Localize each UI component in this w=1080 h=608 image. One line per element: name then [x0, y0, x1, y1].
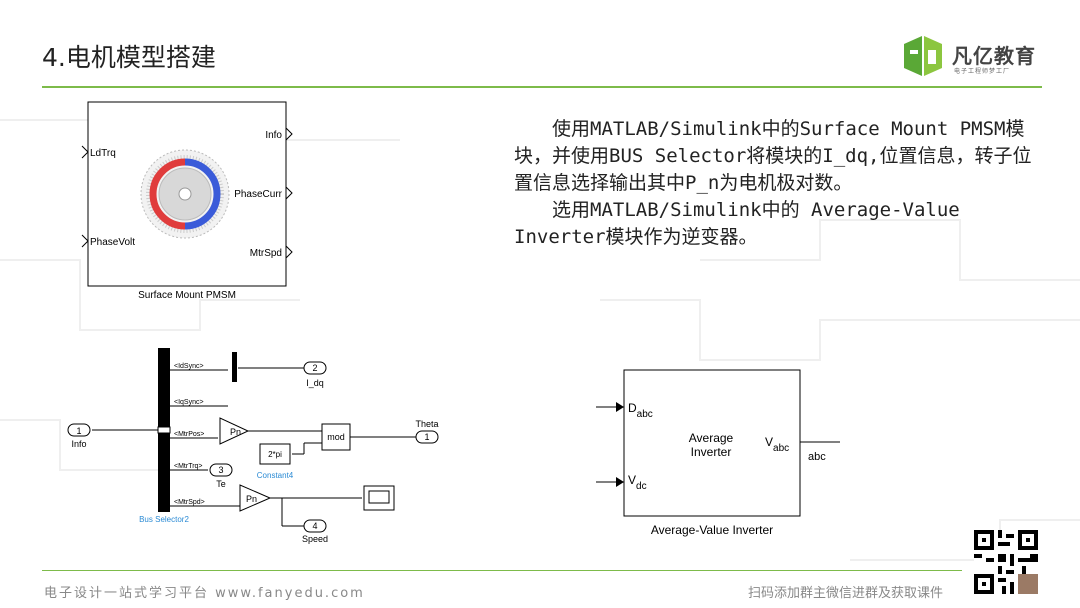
motor-icon: [140, 149, 230, 239]
paragraph-1: 使用MATLAB/Simulink中的Surface Mount PMSM模块，…: [514, 118, 1032, 194]
mod-block[interactable]: [321, 423, 351, 451]
inverter-block[interactable]: [623, 369, 801, 517]
theta-outport-label: Theta: [415, 419, 438, 429]
qr-code[interactable]: [974, 530, 1038, 594]
te-outport[interactable]: [209, 463, 233, 477]
inverter-center-line2: Inverter: [691, 445, 732, 459]
mod-label: mod: [327, 432, 345, 442]
footer-divider: [42, 570, 962, 571]
title-divider: [42, 86, 1042, 88]
constant-block[interactable]: [259, 443, 291, 465]
inverter-output-label: abc: [808, 451, 826, 463]
inport-label: Info: [71, 439, 86, 449]
paragraph-2: 选用MATLAB/Simulink中的 Average-Value Invert…: [514, 199, 960, 248]
gain-pn-1-label: Pn: [230, 427, 241, 437]
speed-outport-number: 4: [312, 521, 317, 531]
inport-number: 1: [76, 426, 81, 436]
description-text: 使用MATLAB/Simulink中的Surface Mount PMSM模块，…: [514, 116, 1044, 251]
footer-right-text: 扫码添加群主微信进群及获取课件: [748, 586, 944, 601]
pmsm-output-info: Info: [265, 130, 282, 141]
pmsm-caption: Surface Mount PMSM: [138, 290, 236, 301]
footer-left-text: 电子设计一站式学习平台 www.fanyedu.com: [44, 586, 365, 601]
gain-pn-1[interactable]: [219, 417, 250, 445]
inverter-diagram: Dabc Vdc Average Inverter Vabc abc Avera…: [596, 369, 840, 537]
signal-mtrspd: <MtrSpd>: [174, 499, 205, 506]
logo-tagline: 电子工程师梦工厂: [954, 68, 1011, 75]
page-title: 4.电机模型搭建: [42, 43, 216, 72]
inverter-output-v: Vabc: [765, 435, 789, 454]
brand-logo: 凡亿教育 电子工程师梦工厂: [900, 36, 1050, 80]
constant-label: Constant4: [257, 471, 294, 480]
logo-icon: [904, 36, 942, 76]
idq-outport[interactable]: [303, 361, 327, 375]
signal-mtrpos: <MtrPos>: [174, 431, 204, 438]
constant-value: 2*pi: [268, 450, 282, 459]
speed-outport-label: Speed: [302, 534, 328, 544]
bus-selector-diagram: 1 Info <IdSync> <IqSync> <MtrPos> <MtrTr…: [67, 348, 439, 544]
pmsm-input-phasevolt: PhaseVolt: [90, 237, 135, 248]
speed-outport[interactable]: [303, 519, 327, 533]
inverter-caption: Average-Value Inverter: [651, 523, 773, 537]
te-outport-label: Te: [216, 479, 226, 489]
mux-block[interactable]: [232, 352, 237, 382]
inverter-input-v: Vdc: [628, 473, 647, 492]
theta-outport[interactable]: [415, 430, 439, 444]
signal-mtrtrq: <MtrTrq>: [174, 463, 203, 470]
info-inport[interactable]: [67, 423, 91, 437]
inverter-center-line1: Average: [689, 431, 734, 445]
bus-selector-label: Bus Selector2: [139, 515, 189, 524]
theta-outport-number: 1: [424, 432, 429, 442]
idq-outport-label: I_dq: [306, 378, 324, 388]
pmsm-block-diagram: LdTrq PhaseVolt Info PhaseCurr MtrSpd Su…: [81, 101, 293, 301]
pmsm-output-phasecurr: PhaseCurr: [234, 189, 282, 200]
logo-name: 凡亿教育: [952, 44, 1036, 68]
gain-pn-2-label: Pn: [246, 494, 257, 504]
idq-outport-number: 2: [312, 363, 317, 373]
pmsm-input-ldtrq: LdTrq: [90, 148, 116, 159]
gain-pn-2[interactable]: [239, 484, 272, 512]
signal-idsync: <IdSync>: [174, 363, 204, 370]
pmsm-output-mtrspd: MtrSpd: [250, 248, 282, 259]
signal-iqsync: <IqSync>: [174, 399, 204, 406]
inverter-input-d: Dabc: [628, 401, 653, 420]
te-outport-number: 3: [218, 465, 223, 475]
